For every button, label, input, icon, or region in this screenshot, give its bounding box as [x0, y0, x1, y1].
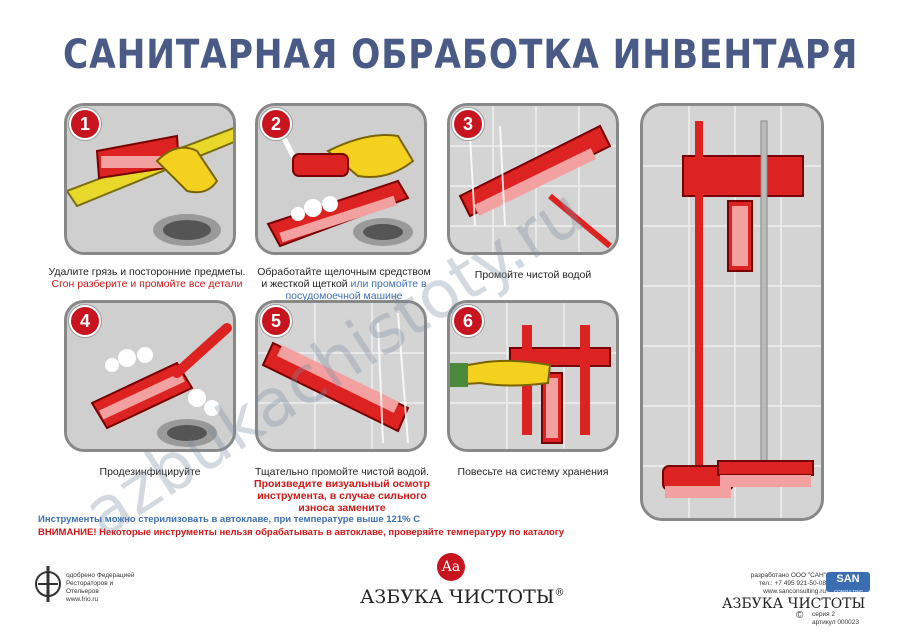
step-5-illustration: 5	[255, 300, 427, 452]
brand-name: АЗБУКА ЧИСТОТЫ®	[360, 586, 565, 608]
copyright-mark: ©	[796, 610, 804, 621]
step-2-caption: Обработайте щелочным средством и жесткой…	[257, 266, 431, 302]
brand-logo-icon: Aa	[437, 553, 465, 581]
san-logo: SAN	[826, 572, 870, 592]
step-3-badge: 3	[452, 108, 484, 140]
step-4-badge: 4	[69, 305, 101, 337]
step-1-illustration: 1	[64, 103, 236, 255]
step-3-illustration: 3	[447, 103, 619, 255]
developer-text: разработано ООО "САН" тел.: +7 495 921-5…	[750, 572, 826, 595]
step-6-illustration: 6	[447, 300, 619, 452]
step-2-badge: 2	[260, 108, 292, 140]
frio-logo-icon	[35, 566, 61, 602]
warning-note: ВНИМАНИЕ! Некоторые инструменты нельзя о…	[38, 527, 565, 538]
page-title: САНИТАРНАЯ ОБРАБОТКА ИНВЕНТАРЯ	[63, 32, 859, 78]
step-1-badge: 1	[69, 108, 101, 140]
storage-system-illustration	[640, 103, 824, 521]
step-5-caption: Тщательно промойте чистой водой. Произве…	[254, 466, 430, 514]
step-3-caption: Промойте чистой водой	[474, 269, 592, 281]
approval-text: одобрено Федерацией Рестораторов и Отель…	[66, 572, 135, 603]
san-sub: CONSULTING	[834, 589, 864, 594]
step-4-illustration: 4	[64, 300, 236, 452]
step-2-illustration: 2	[255, 103, 427, 255]
step-6-caption: Повесьте на систему хранения	[457, 466, 609, 478]
step-6-badge: 6	[452, 305, 484, 337]
autoclave-note: Инструменты можно стерилизовать в автокл…	[38, 514, 421, 525]
step-1-caption: Удалите грязь и посторонние предметы. Сг…	[48, 266, 246, 290]
brand-name-small: АЗБУКА ЧИСТОТЫ	[722, 596, 866, 612]
step-5-badge: 5	[260, 305, 292, 337]
step-4-caption: Продезинфицируйте	[99, 466, 201, 478]
series-text: серия 2 артикул 000023	[812, 611, 860, 626]
